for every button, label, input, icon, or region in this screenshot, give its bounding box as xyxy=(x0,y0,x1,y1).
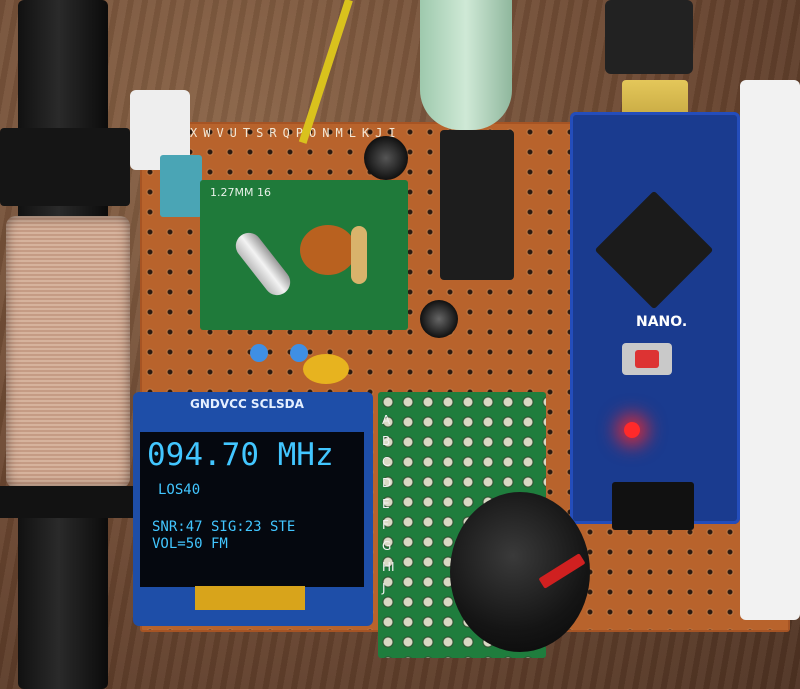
oled-pin-labels: GNDVCC SCLSDA xyxy=(190,397,304,411)
reset-button-cap xyxy=(635,350,659,368)
arduino-nano-board xyxy=(570,112,740,524)
nano-label: NANO. xyxy=(636,314,688,330)
ceramic-capacitor-2 xyxy=(290,344,308,362)
audio-jack-socket xyxy=(440,130,514,280)
yellow-capacitor xyxy=(303,354,349,384)
right-plastic-bracket xyxy=(740,80,800,620)
trimmer-potentiometer xyxy=(160,155,202,217)
usb-cable-plug xyxy=(605,0,693,74)
perfboard-row-letters: ABCDEFGHIJ xyxy=(382,413,395,595)
volume-status: VOL=50 FM xyxy=(152,536,228,552)
electrolytic-capacitor-top xyxy=(364,136,408,180)
audio-plug xyxy=(420,0,512,130)
cable-clamp-bottom xyxy=(0,486,136,518)
ceramic-capacitor-1 xyxy=(250,344,268,362)
station-name: LOS40 xyxy=(158,482,201,498)
icsp-header xyxy=(612,482,694,530)
power-led xyxy=(624,422,640,438)
protoboard-column-letters: XWVUTSRQPONMLKJI xyxy=(190,126,402,140)
orange-capacitor xyxy=(300,225,356,275)
oled-screen xyxy=(140,432,364,587)
cable-clamp-top xyxy=(0,128,130,206)
breakout-label: 1.27MM 16 xyxy=(210,186,271,199)
frequency-readout: 094.70 MHz xyxy=(147,437,334,473)
oled-flex-cable xyxy=(195,586,305,610)
resistor xyxy=(351,226,367,284)
signal-status: SNR:47 SIG:23 STE xyxy=(152,519,296,535)
electrolytic-capacitor-bottom xyxy=(420,300,458,338)
ferrite-antenna-coil xyxy=(6,216,130,488)
